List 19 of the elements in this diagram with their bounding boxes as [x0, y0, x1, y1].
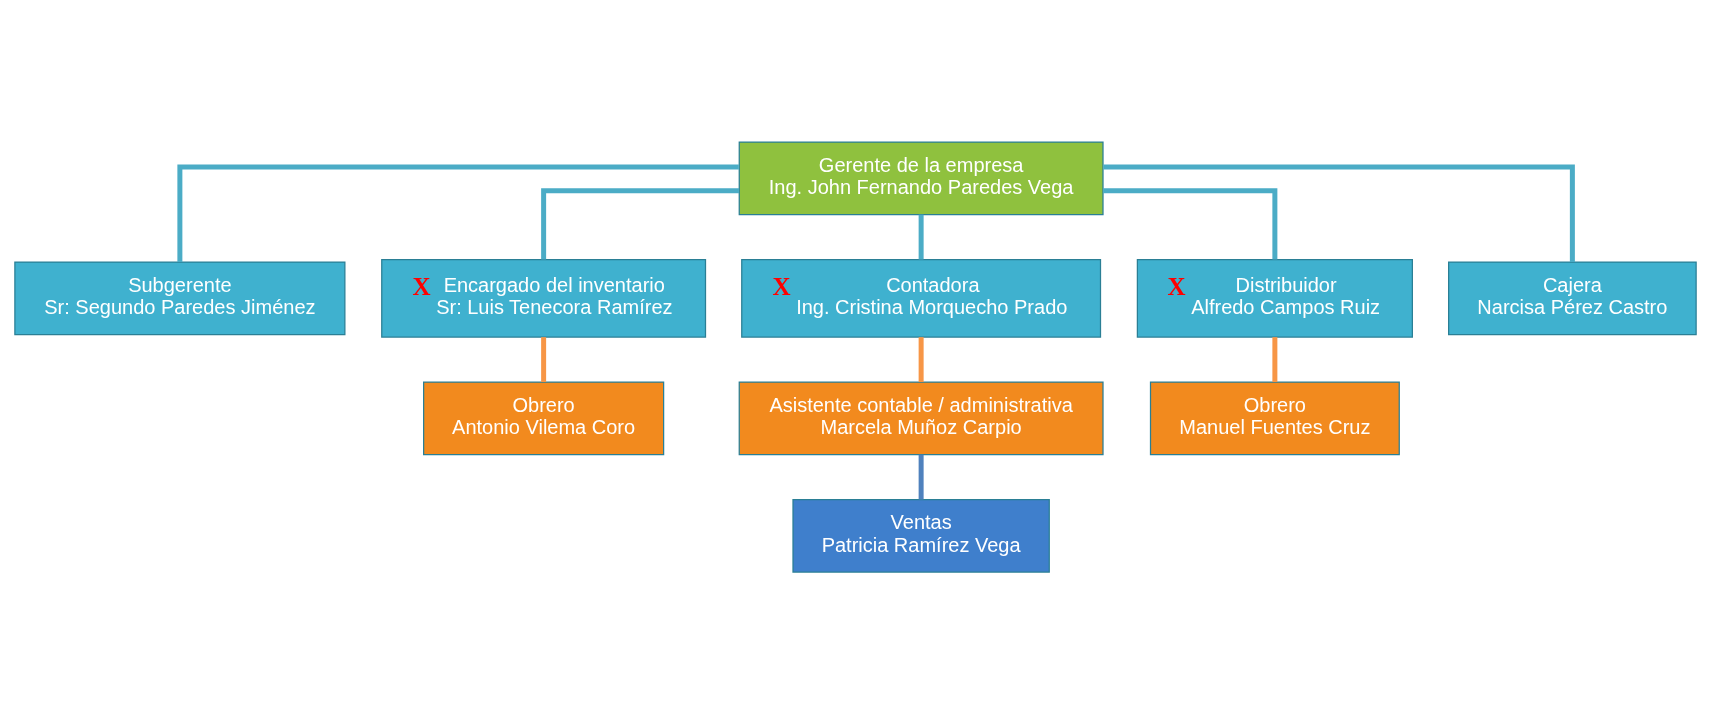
connector — [1103, 187, 1278, 259]
connector — [541, 336, 547, 382]
node-box: Cajera Narcisa Pérez Castro — [1448, 260, 1697, 335]
connector — [918, 454, 924, 499]
connector — [1103, 164, 1575, 262]
node-box: Ventas Patricia Ramírez Vega — [792, 498, 1050, 573]
connector — [177, 164, 739, 262]
connector — [918, 336, 924, 382]
connector — [541, 187, 739, 259]
node-box: Obrero Antonio Vilema Coro — [423, 380, 665, 455]
node-box: Gerente de la empresa Ing. John Fernando Paredes Vega — [738, 140, 1104, 215]
node-box: Asistente contable / administrativa Marcela Muñoz Carpio — [738, 380, 1104, 455]
node-box: X Distribuidor Alfredo Campos Ruiz — [1136, 258, 1413, 338]
node-box: Subgerente Sr: Segundo Paredes Jiménez — [14, 260, 346, 335]
connector — [1272, 336, 1278, 382]
node-box: X Contadora Ing. Cristina Morquecho Prado — [741, 258, 1102, 338]
node-box: Obrero Manuel Fuentes Cruz — [1149, 380, 1400, 455]
connector — [918, 214, 924, 259]
node-box: X Encargado del inventario Sr: Luis Tenecora Ramírez — [381, 258, 707, 338]
